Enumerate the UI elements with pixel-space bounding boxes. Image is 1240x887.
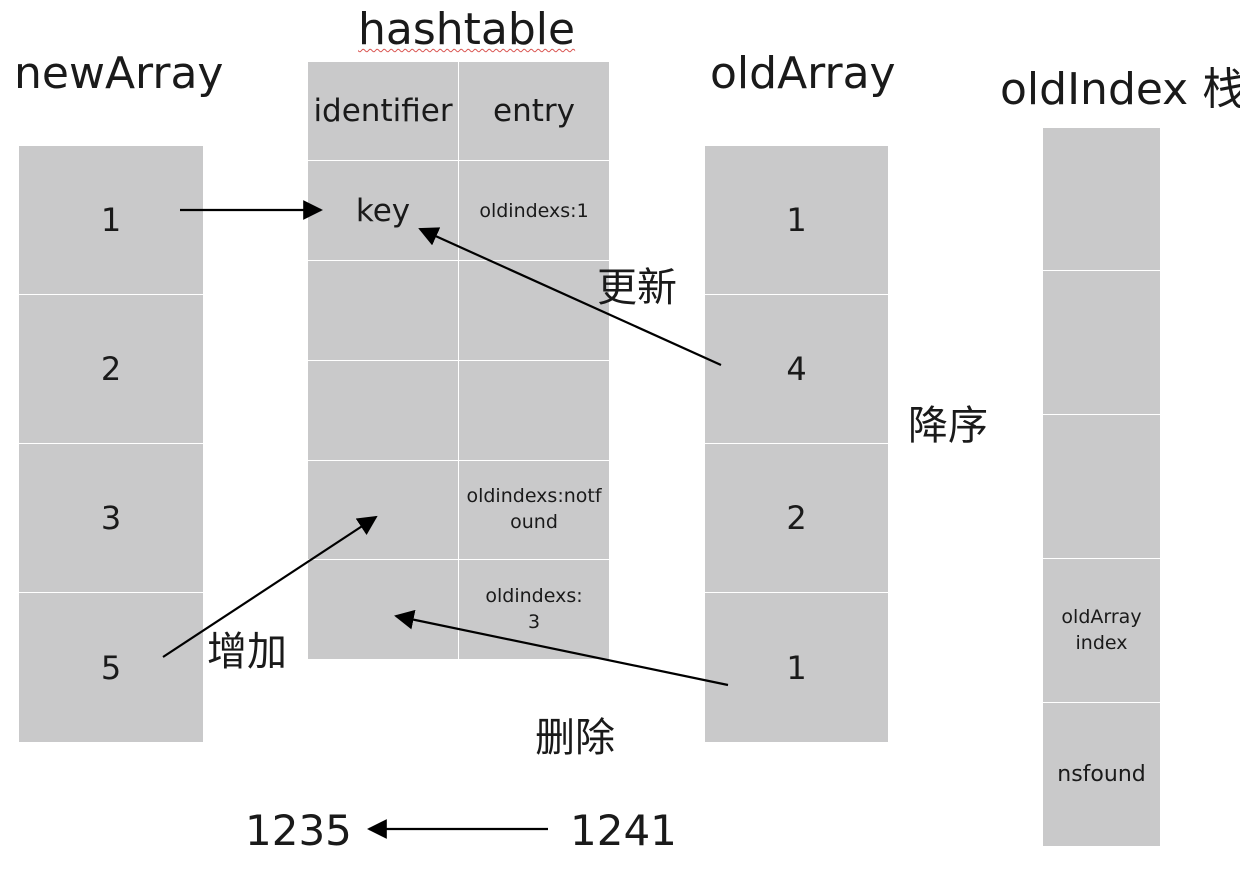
hashtable-title: hashtable — [358, 4, 576, 55]
update-label: 更新 — [597, 265, 677, 311]
hashtable-entry-cell: oldindexs:notf ound — [459, 461, 609, 560]
new-array-column: 1 2 3 5 — [19, 146, 203, 742]
old-array-cell: 1 — [786, 648, 807, 687]
old-array-cell: 2 — [705, 444, 888, 593]
bottom-right-number: 1241 — [570, 806, 677, 855]
hashtable-identifier-cell: key — [308, 161, 459, 261]
old-index-stack-column: oldArray index nsfound — [1043, 128, 1160, 846]
new-array-cell: 1 — [19, 146, 203, 295]
old-index-stack-cell: nsfound — [1057, 762, 1146, 787]
old-array-title: oldArray — [710, 48, 896, 99]
old-index-stack-cell — [1043, 128, 1160, 271]
arrow-delete — [394, 609, 729, 687]
old-array-column: 1 4 2 1 — [705, 146, 888, 742]
new-array-title: newArray — [14, 48, 224, 99]
delete-label: 删除 — [535, 715, 615, 761]
hashtable-header-identifier: identifier — [308, 62, 459, 161]
new-array-cell: 3 — [19, 444, 203, 593]
descending-label: 降序 — [908, 403, 988, 449]
new-array-cell: 2 — [19, 295, 203, 444]
old-index-stack-cell: oldArray index — [1043, 559, 1160, 703]
arrow-add — [162, 515, 378, 658]
hashtable-entry-cell: oldindexs: 3 — [485, 584, 583, 633]
hashtable-entry-cell — [459, 361, 609, 461]
hashtable-identifier-cell — [308, 560, 459, 659]
hashtable-identifier-cell — [308, 361, 459, 461]
old-index-stack-cell — [1043, 271, 1160, 415]
old-array-cell: 1 — [705, 146, 888, 295]
old-index-stack-title: oldIndex 栈 — [1000, 64, 1240, 115]
new-array-cell: 5 — [100, 648, 122, 687]
hashtable-header-entry: entry — [459, 62, 609, 161]
hashtable-grid: identifier entry key oldindexs:1 oldinde… — [308, 62, 609, 659]
hashtable-entry-cell — [459, 261, 609, 361]
hashtable-identifier-cell — [308, 461, 459, 560]
old-array-cell: 4 — [705, 295, 888, 444]
old-index-stack-cell — [1043, 415, 1160, 559]
bottom-left-number: 1235 — [245, 806, 352, 855]
add-label: 增加 — [207, 629, 287, 675]
arrow-update — [418, 227, 722, 367]
hashtable-identifier-cell — [308, 261, 459, 361]
hashtable-entry-cell: oldindexs:1 — [459, 161, 609, 261]
